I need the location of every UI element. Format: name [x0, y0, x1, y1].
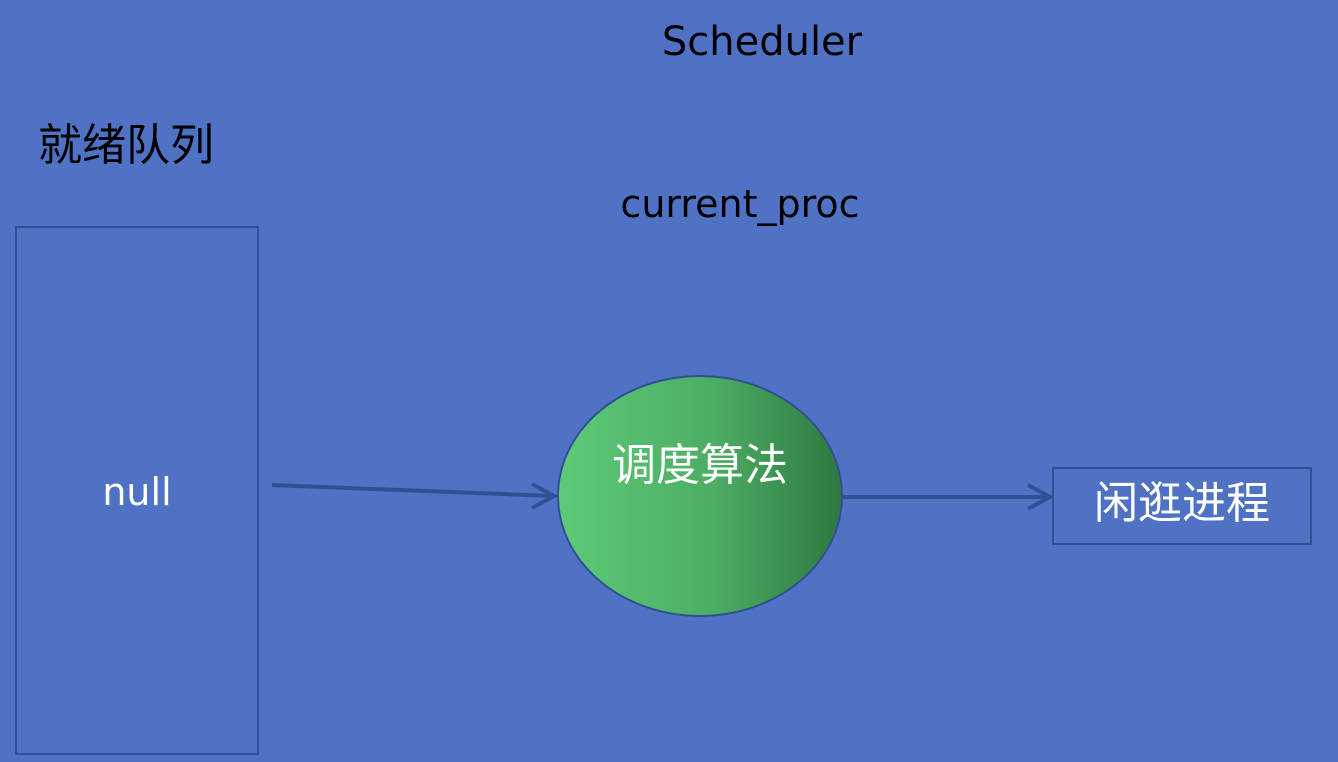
ready-queue-label: 就绪队列: [38, 120, 214, 171]
arrow-queue-to-algorithm: [271, 482, 559, 510]
idle-process-label: 闲逛进程: [1094, 478, 1270, 529]
arrow-algorithm-to-idle: [843, 483, 1055, 511]
scheduling-algorithm-label: 调度算法: [612, 440, 788, 491]
ready-queue-content: null: [102, 470, 172, 514]
ready-queue-box: [15, 226, 259, 755]
scheduling-algorithm-ellipse: [557, 375, 843, 617]
scheduler-title: Scheduler: [661, 19, 863, 65]
current-proc-label: current_proc: [620, 182, 860, 226]
idle-process-box: [1052, 467, 1312, 545]
